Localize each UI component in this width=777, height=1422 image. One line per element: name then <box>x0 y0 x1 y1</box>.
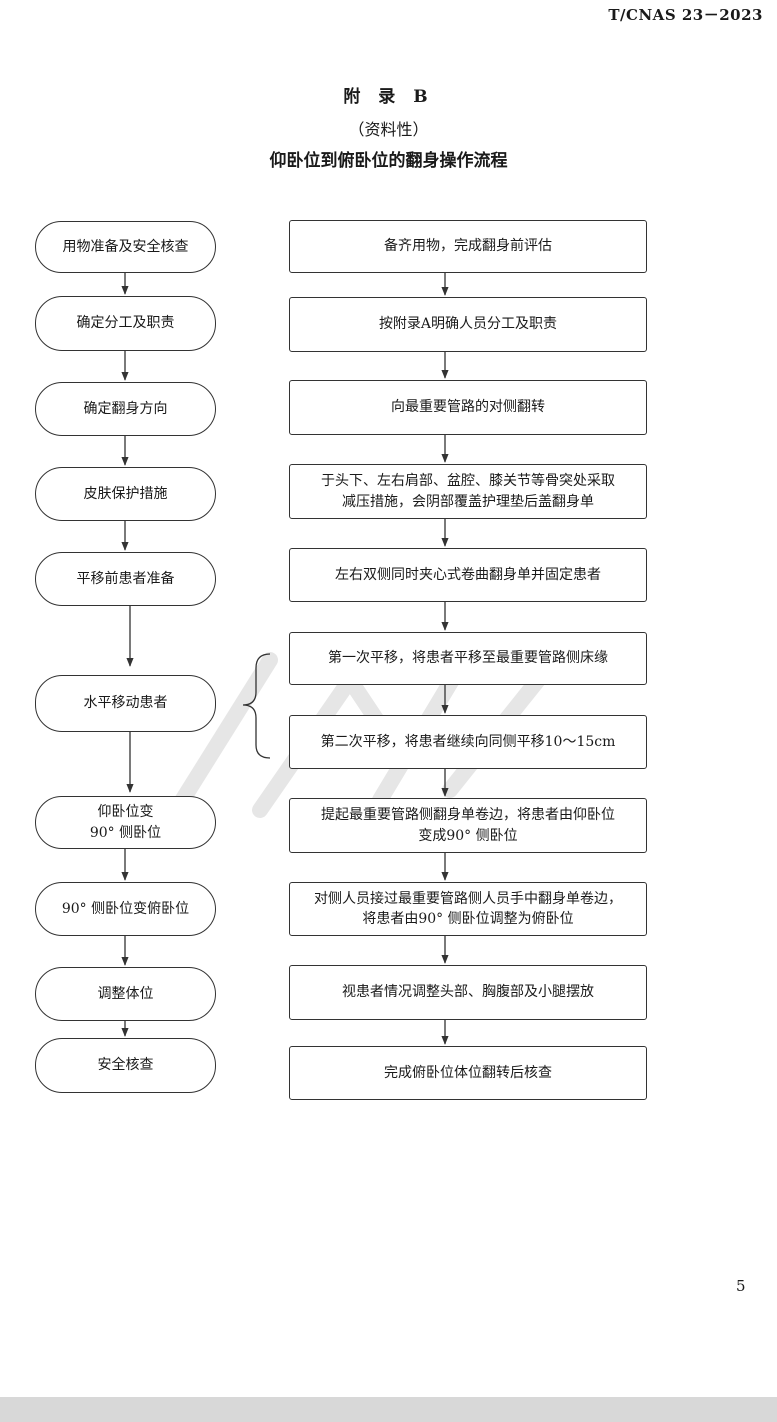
detail-assign-roles: 按附录A明确人员分工及职责 <box>289 297 647 352</box>
step-adjust-position: 调整体位 <box>35 967 216 1021</box>
appendix-nature: （资料性） <box>348 120 429 139</box>
step-skin-protection: 皮肤保护措施 <box>35 467 216 521</box>
detail-final-check: 完成俯卧位体位翻转后核查 <box>289 1046 647 1100</box>
detail-first-translation: 第一次平移，将患者平移至最重要管路侧床缘 <box>289 632 647 685</box>
detail-pressure-relief: 于头下、左右肩部、盆腔、膝关节等骨突处采取 减压措施，会阴部覆盖护理垫后盖翻身单 <box>289 464 647 519</box>
step-lateral-to-prone: 90° 侧卧位变俯卧位 <box>35 882 216 936</box>
detail-handover-to-prone: 对侧人员接过最重要管路侧人员手中翻身单卷边， 将患者由90° 侧卧位调整为俯卧位 <box>289 882 647 936</box>
detail-lift-sheet-edge: 提起最重要管路侧翻身单卷边，将患者由仰卧位 变成90° 侧卧位 <box>289 798 647 853</box>
flowchart-title: 仰卧位到俯卧位的翻身操作流程 <box>269 151 508 171</box>
document-code: T/CNAS 23－2023 <box>608 6 763 24</box>
appendix-title: 附 录 B <box>343 87 434 107</box>
detail-prepare-items: 备齐用物，完成翻身前评估 <box>289 220 647 273</box>
step-safety-check: 安全核查 <box>35 1038 216 1093</box>
grouping-brace <box>242 653 271 759</box>
step-pre-move-preparation: 平移前患者准备 <box>35 552 216 606</box>
page-number: 5 <box>736 1277 746 1295</box>
detail-adjust-body-parts: 视患者情况调整头部、胸腹部及小腿摆放 <box>289 965 647 1020</box>
detail-second-translation: 第二次平移，将患者继续向同侧平移10～15cm <box>289 715 647 769</box>
step-supine-to-lateral: 仰卧位变 90° 侧卧位 <box>35 796 216 849</box>
detail-turn-direction: 向最重要管路的对侧翻转 <box>289 380 647 435</box>
step-assign-roles: 确定分工及职责 <box>35 296 216 351</box>
detail-roll-sheet: 左右双侧同时夹心式卷曲翻身单并固定患者 <box>289 548 647 602</box>
step-prepare-and-check: 用物准备及安全核查 <box>35 221 216 273</box>
bottom-bar <box>0 1397 777 1422</box>
step-horizontal-move: 水平移动患者 <box>35 675 216 732</box>
step-determine-direction: 确定翻身方向 <box>35 382 216 436</box>
